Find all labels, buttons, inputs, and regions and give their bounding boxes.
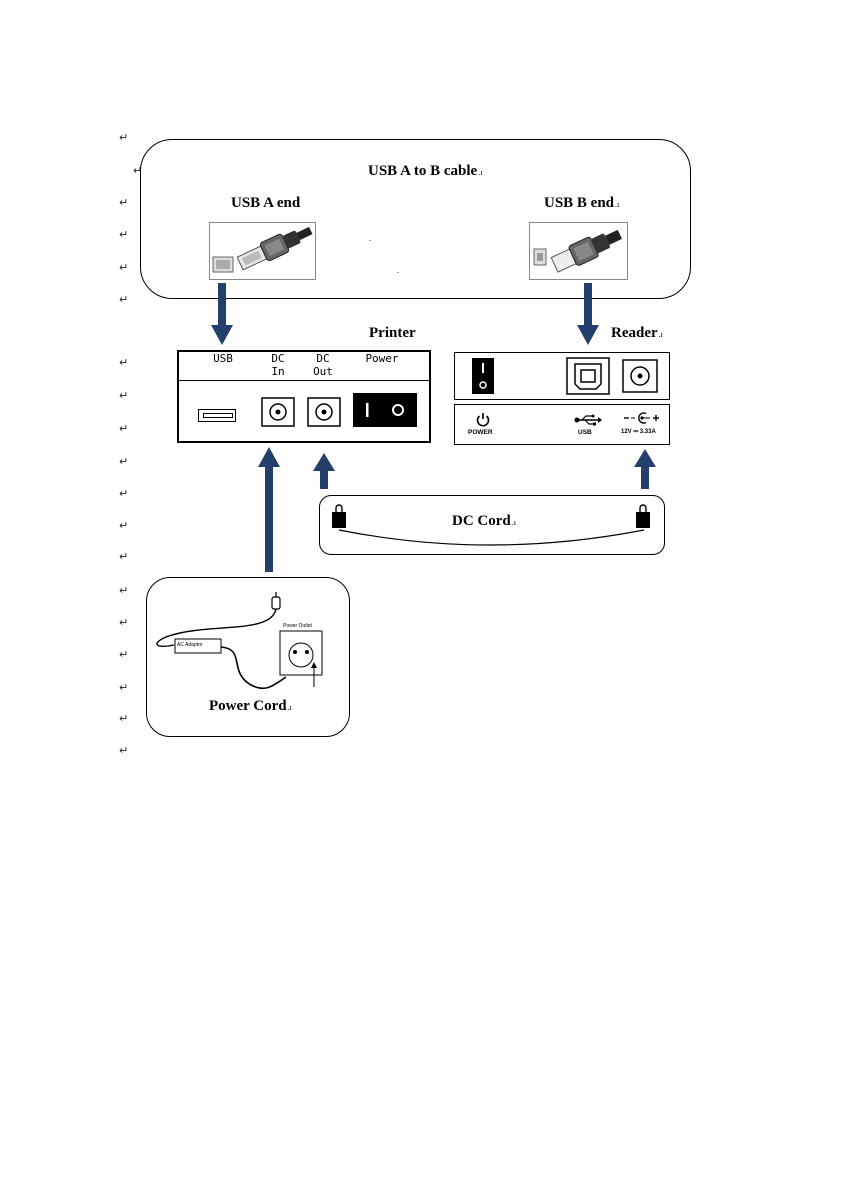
paragraph-mark: ↵ <box>119 616 128 629</box>
paragraph-mark: ↵ <box>119 455 128 468</box>
reader-dc-rating-label: 12V ⎓ 3.33A <box>621 429 656 436</box>
power-cord-label: Power Cord.ı <box>209 698 292 715</box>
reader-usb-b-port-icon <box>566 357 610 395</box>
printer-dc-in-jack-icon <box>261 397 295 427</box>
printer-port-label-dc-in: DC In <box>261 352 295 378</box>
paragraph-mark: ↵ <box>119 584 128 597</box>
stray-mark: . <box>369 234 371 243</box>
paragraph-mark: ↵ <box>119 389 128 402</box>
printer-usb-port-icon <box>198 409 236 422</box>
arrow-power-cord-to-printer <box>258 447 280 572</box>
paragraph-mark: ↵ <box>119 550 128 563</box>
arrow-usb-a-to-printer <box>211 283 233 345</box>
dc-polarity-icon <box>623 411 661 425</box>
printer-port-label-dc-out: DC Out <box>306 352 340 378</box>
dc-cord-label: DC Cord.ı <box>452 513 516 530</box>
reader-power-switch-icon <box>472 358 494 394</box>
paragraph-mark: ↵ <box>119 131 128 144</box>
usb-a-end-label: USB A end <box>231 195 300 212</box>
printer-port-label-usb: USB <box>205 352 241 365</box>
paragraph-mark: ↵ <box>119 422 128 435</box>
paragraph-mark: ↵ <box>119 487 128 500</box>
arrow-usb-b-to-reader <box>577 283 599 345</box>
paragraph-mark: ↵ <box>119 261 128 274</box>
paragraph-mark: ↵ <box>119 356 128 369</box>
ac-adaptor-text: AC Adaptor <box>177 642 203 648</box>
paragraph-mark: ↵ <box>119 228 128 241</box>
printer-power-switch-icon <box>353 393 417 427</box>
usb-symbol-icon <box>574 414 602 426</box>
paragraph-mark: ↵ <box>119 712 128 725</box>
arrow-dc-cord-to-reader <box>634 449 656 489</box>
usb-cable-title: USB A to B cable.ı <box>368 163 482 180</box>
paragraph-mark: ↵ <box>119 648 128 661</box>
printer-panel-divider <box>177 380 431 381</box>
paragraph-mark: ↵ <box>119 519 128 532</box>
reader-title: Reader.ı <box>611 325 663 342</box>
paragraph-mark: ↵ <box>119 744 128 757</box>
stray-mark: . <box>397 266 399 275</box>
printer-port-label-power: Power <box>357 352 407 365</box>
power-outlet-text: Power Outlet <box>283 623 312 629</box>
power-symbol-icon <box>476 412 490 426</box>
reader-usb-label: USB <box>578 429 592 436</box>
usb-b-connector-image <box>529 222 628 280</box>
paragraph-mark: ↵ <box>119 293 128 306</box>
printer-title: Printer <box>369 325 416 342</box>
reader-dc-jack-icon <box>622 359 658 393</box>
arrow-dc-cord-to-printer <box>313 453 335 489</box>
printer-dc-out-jack-icon <box>307 397 341 427</box>
usb-b-end-label: USB B end.ı <box>544 195 619 212</box>
usb-a-connector-image <box>209 222 316 280</box>
paragraph-mark: ↵ <box>119 196 128 209</box>
paragraph-mark: ↵ <box>119 681 128 694</box>
reader-power-label: POWER <box>468 429 493 436</box>
